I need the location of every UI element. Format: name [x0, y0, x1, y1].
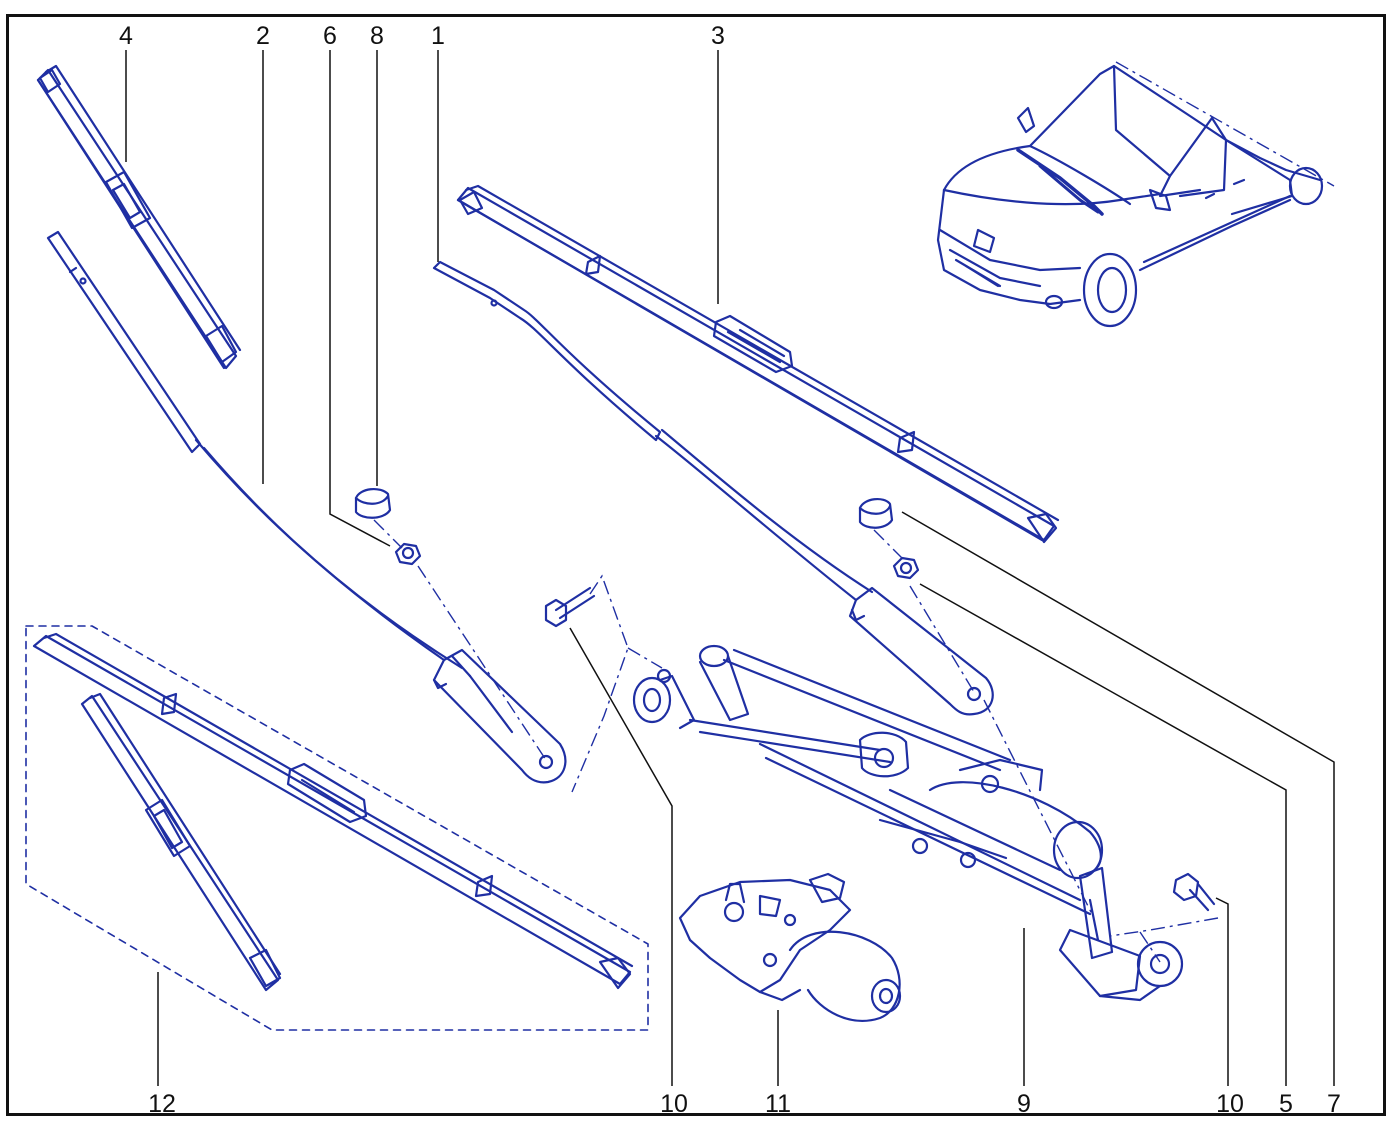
wiper-motor [678, 872, 902, 1022]
car-illustration [936, 64, 1324, 328]
assembly-lines [373, 61, 1335, 963]
wiper-arm-right [432, 260, 994, 716]
leader-lines [125, 50, 1335, 1086]
wiper-linkage [632, 644, 1184, 1002]
callout-5: 5 [1279, 1090, 1293, 1118]
mounting-screws [544, 586, 1216, 912]
diagram-frame [6, 14, 1386, 1116]
wiper-arm-left [46, 230, 567, 784]
callout-11: 11 [765, 1090, 791, 1118]
left-nut-and-cap [354, 488, 422, 566]
callout-1: 1 [431, 22, 445, 50]
callout-12: 12 [148, 1090, 176, 1118]
wiper-blade-short [36, 64, 242, 370]
blade-kit [25, 625, 649, 1031]
callout-7: 7 [1327, 1090, 1341, 1118]
callout-8: 8 [370, 22, 384, 50]
callout-10-right: 10 [1216, 1090, 1244, 1118]
wiper-blade-long [456, 184, 1060, 544]
callout-2: 2 [256, 22, 270, 50]
callout-4: 4 [119, 22, 133, 50]
callout-10-left: 10 [660, 1090, 688, 1118]
callout-3: 3 [711, 22, 725, 50]
callout-6: 6 [323, 22, 337, 50]
right-nut-and-cap [858, 498, 920, 580]
callout-9: 9 [1017, 1090, 1031, 1118]
